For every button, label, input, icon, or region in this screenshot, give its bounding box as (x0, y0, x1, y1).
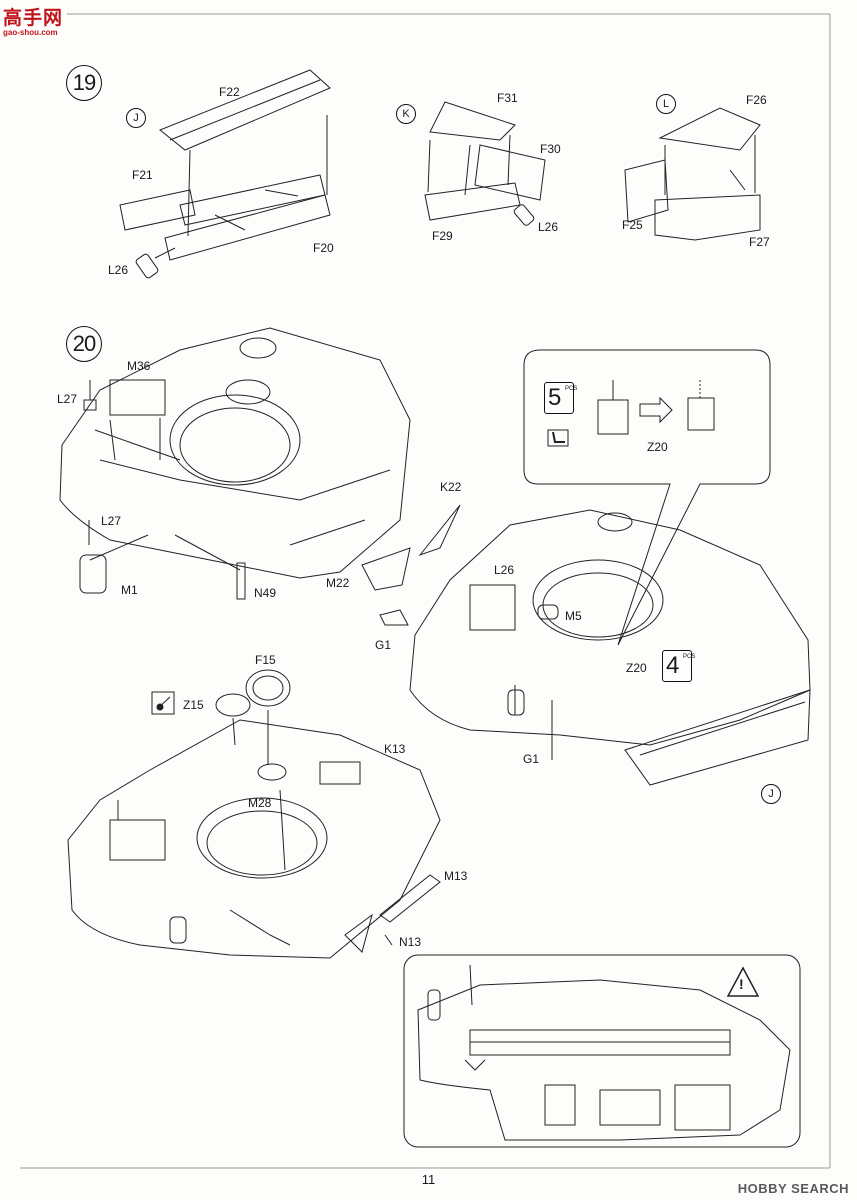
pcs-count: 4 (666, 652, 680, 679)
pcs-count-badge: 4 PCS (662, 650, 696, 682)
logo-sub: gao-shou.com (3, 28, 58, 37)
part-label: N49 (254, 586, 277, 600)
subassembly-j-marker: J (126, 108, 146, 128)
step19-k-drawing (424, 101, 546, 226)
reference-box (403, 954, 801, 1148)
part-label: F27 (749, 235, 770, 249)
part-label: G1 (375, 638, 392, 652)
subassembly-k-marker: K (396, 104, 416, 124)
part-label: F26 (746, 93, 767, 107)
part-label: M22 (326, 576, 350, 590)
step-number-19: 19 (66, 65, 102, 101)
part-label: L27 (101, 514, 122, 528)
inset-callout (523, 349, 771, 646)
step20-turret-3 (67, 669, 441, 959)
part-label: F25 (622, 218, 643, 232)
part-label: F15 (255, 653, 276, 667)
part-label: L27 (57, 392, 78, 406)
warning-icon: ! (739, 976, 744, 992)
hobby-search-logo: HOBBY SEARCH (737, 1181, 849, 1196)
step19-l-drawing (624, 107, 761, 241)
site-logo: 高手网 gao-shou.com (3, 3, 63, 37)
pcs-count-badge: 5 PCS (544, 382, 578, 414)
part-label: F22 (219, 85, 240, 99)
part-label: F29 (432, 229, 453, 243)
part-label: M13 (444, 869, 468, 883)
part-label: K13 (384, 742, 406, 756)
part-label: G1 (523, 752, 540, 766)
part-label: N13 (399, 935, 422, 949)
part-label: L26 (108, 263, 129, 277)
part-label: F31 (497, 91, 518, 105)
part-label: F21 (132, 168, 153, 182)
part-label: L26 (538, 220, 559, 234)
part-label: Z20 (626, 661, 647, 675)
part-label: L26 (494, 563, 515, 577)
part-label: K22 (440, 480, 462, 494)
page-number: 11 (421, 1172, 436, 1187)
logo-main: 高手网 (3, 8, 64, 29)
pcs-label: PCS (565, 386, 578, 392)
part-label: M1 (121, 583, 138, 597)
step-number-20: 20 (66, 326, 102, 362)
part-label: F30 (540, 142, 561, 156)
step19-j-drawing (119, 69, 331, 279)
step20-turret-1 (59, 327, 461, 600)
part-label: M28 (248, 796, 272, 810)
subassembly-j-marker: J (761, 784, 781, 804)
pcs-count: 5 (548, 384, 562, 411)
step20-turret-2 (379, 509, 811, 786)
part-label: Z15 (183, 698, 204, 712)
part-label: M5 (565, 609, 582, 623)
subassembly-l-marker: L (656, 94, 676, 114)
part-label: Z20 (647, 440, 668, 454)
part-label: F20 (313, 241, 334, 255)
part-label: M36 (127, 359, 151, 373)
pcs-label: PCS (683, 654, 696, 660)
